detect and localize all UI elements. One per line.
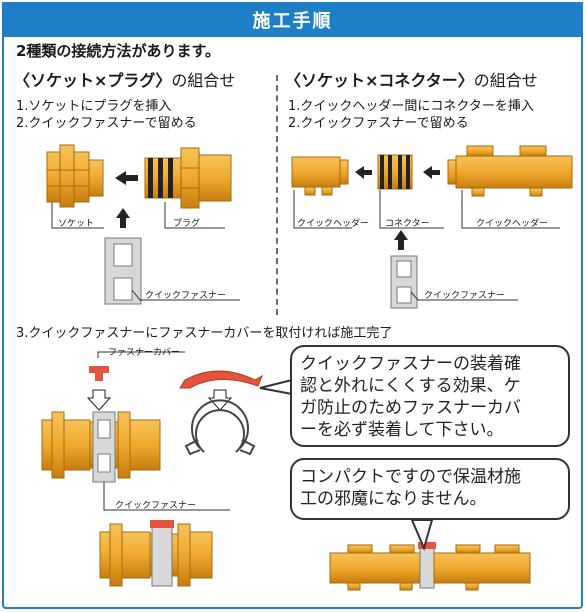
socket-illustration — [46, 144, 104, 208]
label-quick-fastener-right: クイックファスナー — [424, 291, 506, 301]
callout-1-line-4: ーを必ず装着して下さい。 — [300, 420, 504, 440]
insert-arrow-right-1 — [355, 166, 372, 179]
label-plug: プラグ — [173, 219, 201, 229]
label-quick-header-right: クイックヘッダー — [476, 219, 549, 229]
label-fastener-cover: ファスナーカバー — [108, 348, 181, 358]
fastener-ring-illustration — [184, 399, 256, 456]
callout-1-line-1: クイックファスナーの装着確 — [300, 354, 521, 374]
callout-compact-note: コンパクトですので保温材施 工の邪魔になりません。 — [290, 458, 570, 520]
down-arrow-cover-left — [86, 389, 112, 411]
callout-1-line-2: 認と外れにくくする効果、ケ — [300, 376, 521, 396]
column-divider — [276, 75, 278, 315]
callout-2-line-2: 工の邪魔になりません。 — [300, 489, 487, 509]
intro-heading: 2種類の接続方法があります。 — [16, 42, 220, 60]
label-quick-header-left: クイックヘッダー — [297, 219, 370, 229]
left-step-1: 1.ソケットにプラグを挿入 — [16, 99, 172, 114]
callout-1-pointer — [259, 378, 293, 396]
insert-arrow-right-2 — [423, 166, 440, 179]
label-socket: ソケット — [58, 219, 95, 229]
insert-arrow-left — [115, 171, 138, 185]
fastener-cover-small-illustration — [89, 366, 109, 381]
fastener-right-illustration — [390, 255, 418, 309]
callout-1-line-3: ガ防止のためファスナーカバ — [300, 398, 521, 418]
callout-2-line-1: コンパクトですので保温材施 — [300, 467, 521, 487]
right-step-1: 1.クイックヘッダー間にコネクターを挿入 — [288, 99, 534, 114]
left-method-title: 〈ソケット×プラグ〉の組合せ — [14, 67, 235, 91]
connector-illustration — [377, 154, 413, 190]
callout-2-pointer — [410, 519, 434, 551]
quick-header-left-illustration — [291, 156, 349, 196]
left-step-2: 2.クイックファスナーで留める — [16, 116, 197, 131]
up-arrow-right — [394, 230, 408, 250]
completed-assembly-left-illustration — [99, 520, 213, 587]
up-arrow-left — [116, 208, 130, 228]
page-title: 施工手順 — [2, 2, 583, 37]
completed-header-assembly-illustration — [329, 542, 531, 591]
right-method-title-suffix: の組合せ — [473, 71, 538, 90]
label-connector: コネクター — [385, 219, 430, 229]
plug-illustration — [144, 147, 232, 209]
label-quick-fastener-left: クイックファスナー — [145, 291, 227, 301]
right-step-2: 2.クイックファスナーで留める — [288, 116, 469, 131]
left-method-title-suffix: の組合せ — [171, 71, 236, 90]
callout-install-warning: クイックファスナーの装着確 認と外れにくくする効果、ケ ガ防止のためファスナーカ… — [290, 345, 570, 447]
assembly-with-fastener-illustration — [41, 411, 161, 483]
label-quick-fastener-step3: クイックファスナー — [115, 501, 197, 511]
fastener-cover-red-illustration — [179, 370, 263, 389]
right-method-title-main: 〈ソケット×コネクター〉 — [285, 71, 474, 90]
quick-header-right-illustration — [447, 145, 573, 197]
step-3-text: 3.クイックファスナーにファスナーカバーを取付ければ施工完了 — [16, 326, 393, 341]
right-method-title: 〈ソケット×コネクター〉の組合せ — [285, 67, 538, 91]
left-method-title-main: 〈ソケット×プラグ〉 — [14, 71, 172, 90]
